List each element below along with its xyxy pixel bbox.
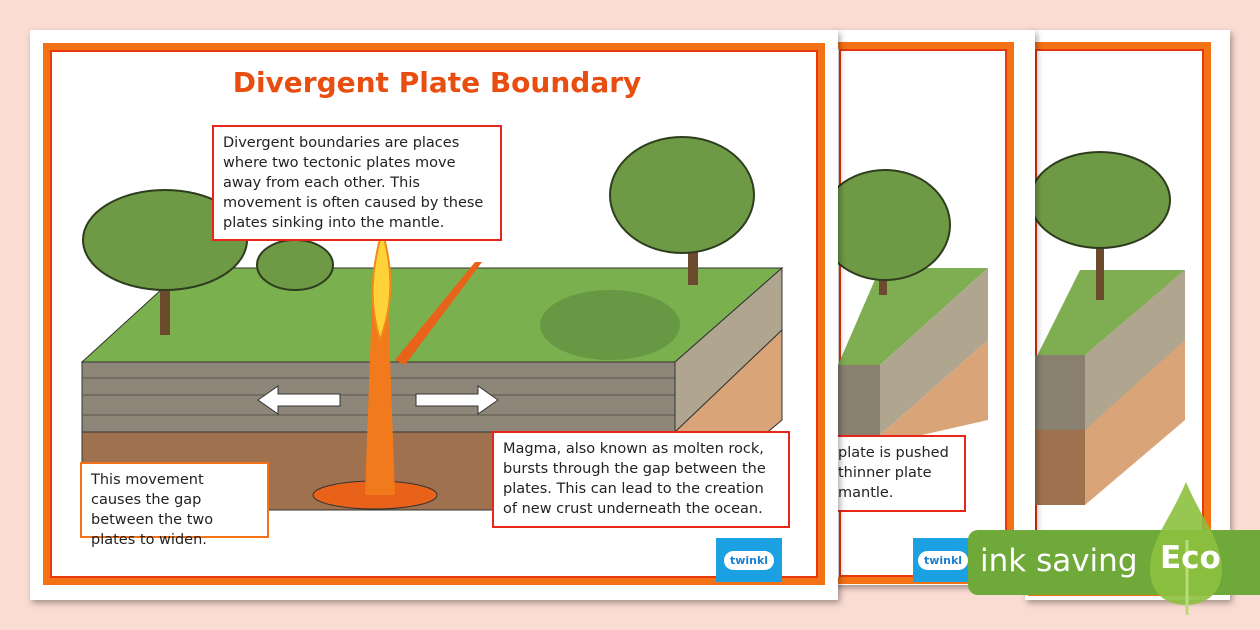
back-page-text-box: plate is pushed thinner plate mantle. [830, 435, 966, 512]
page-title: Divergent Plate Boundary [232, 66, 642, 99]
gap-text-box: This movement causes the gap between the… [80, 462, 269, 548]
page-border [43, 43, 825, 585]
intro-text-box: Divergent boundaries are places where tw… [212, 125, 502, 241]
twinkl-logo: twinkl [913, 538, 973, 582]
magma-text-box: Magma, also known as molten rock, bursts… [492, 431, 790, 528]
text-line: plate is pushed [838, 445, 949, 461]
eco-label: Eco [1160, 540, 1221, 576]
twinkl-logo: twinkl [716, 538, 782, 582]
text-line: thinner plate [838, 465, 932, 481]
badge-text: ink saving [980, 543, 1138, 579]
text-line: mantle. [838, 485, 894, 501]
